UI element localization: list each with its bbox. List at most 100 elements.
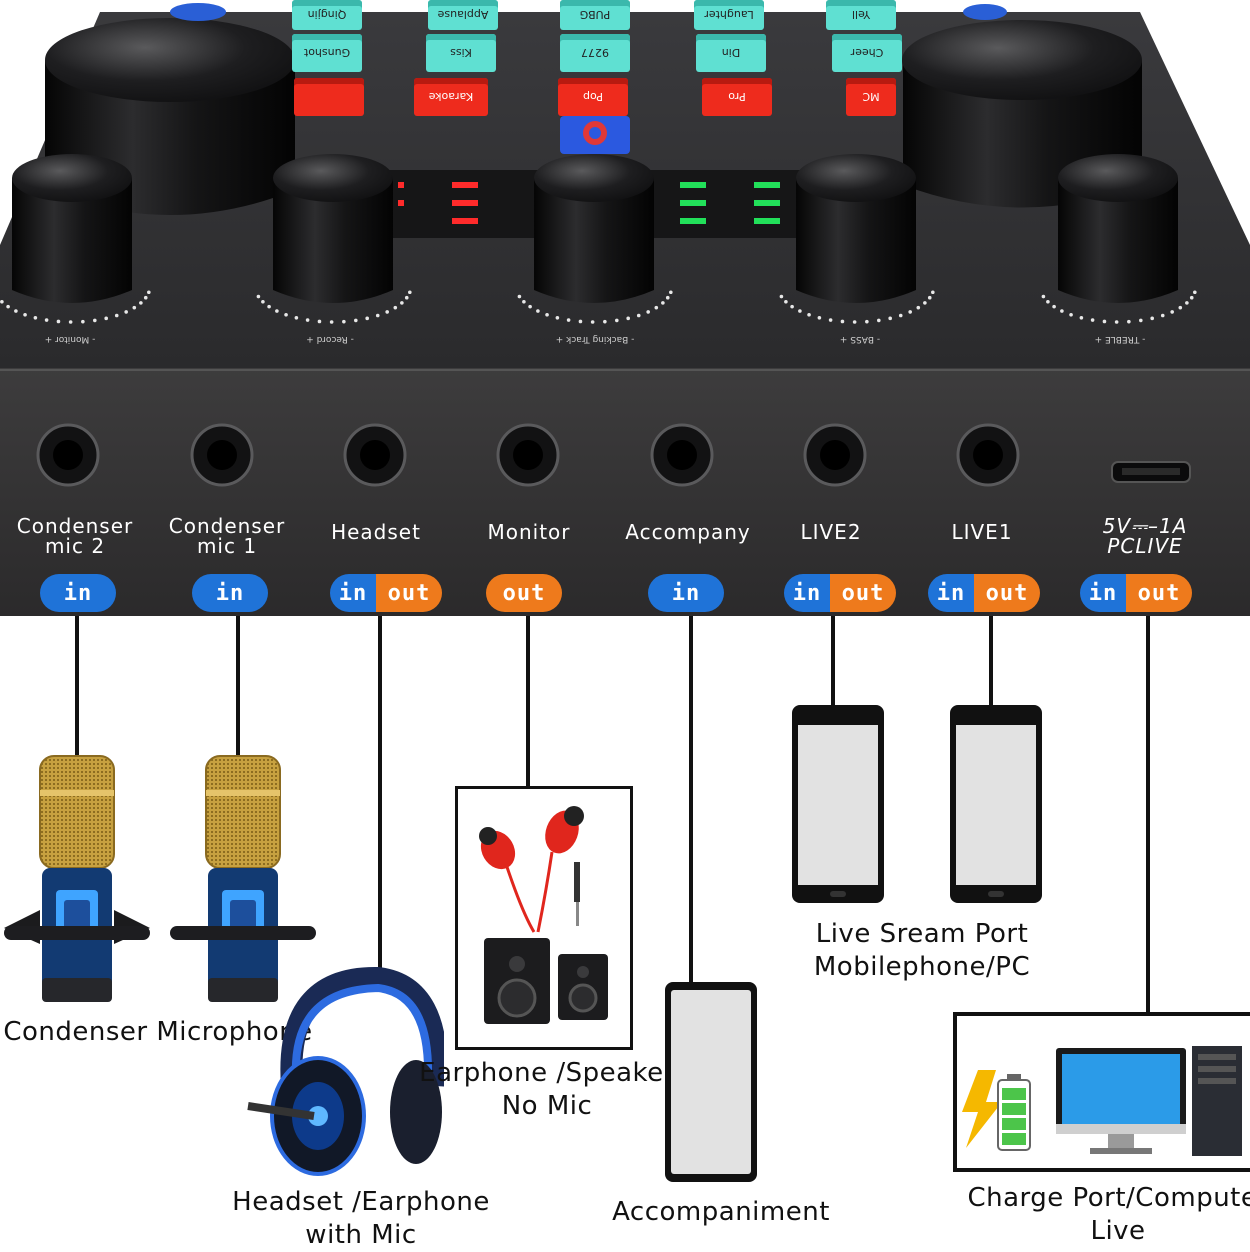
knob-scale-dot: [114, 313, 119, 318]
knob-scale-dot: [256, 294, 261, 299]
audio-jack-hole: [513, 440, 543, 470]
pill-mic2-in: in: [40, 574, 116, 612]
effect-button[interactable]: Qingjin: [292, 0, 362, 30]
knob-scale-dot: [636, 313, 641, 318]
knob-scale-dot: [779, 294, 784, 299]
knob-scale-dot: [566, 318, 571, 322]
knob-scale-dot: [93, 318, 97, 323]
knob-scale-dot: [888, 316, 892, 321]
knob-scale-dot: [1178, 305, 1183, 310]
earphone-speaker-icons: [479, 806, 608, 1024]
wire-live2: [831, 616, 835, 708]
knob-scale-dot: [923, 301, 927, 305]
knob-scale-dot: [104, 316, 108, 321]
caption-condenser-microphone: Condenser Microphone: [3, 1017, 313, 1047]
audio-jack-hole: [820, 440, 850, 470]
knob-scale-dot: [590, 320, 595, 324]
knob-scale-dot: [603, 319, 607, 324]
port-label-live2: LIVE2: [800, 520, 862, 544]
effect-button[interactable]: Yell: [826, 0, 896, 30]
knob-scale-dot: [275, 309, 279, 313]
audio-jack-hole: [360, 440, 390, 470]
knob-scale-dot: [33, 315, 38, 320]
knob-scale-dot: [1150, 316, 1154, 321]
knob-scale-dot: [817, 315, 822, 320]
knob-scale-dot: [517, 294, 522, 299]
knob-scale-dot: [404, 295, 409, 300]
knob-scale-dot: [342, 319, 346, 324]
knob-scale-dot: [1193, 290, 1197, 295]
effect-button[interactable]: Cheer: [832, 34, 902, 72]
knob-scale-dot: [840, 319, 845, 324]
earphone-icon: [479, 806, 584, 933]
knob-scale-dot: [931, 290, 935, 295]
knob-scale-dot: [139, 301, 143, 305]
audio-jack-hole: [207, 440, 237, 470]
knob-scale-dot: [1090, 318, 1095, 322]
knob-scale-dot: [393, 305, 398, 310]
wire-live1: [989, 616, 993, 708]
knob-scale-dot: [68, 320, 73, 324]
knob-scale-dot: [317, 319, 322, 324]
port-label-headset: Headset: [331, 520, 421, 544]
condenser-microphones: [4, 755, 316, 1002]
knob-scale-dot: [1139, 318, 1143, 323]
knob-scale-dot: [354, 318, 358, 323]
effect-button[interactable]: Pro: [702, 78, 772, 116]
knob-scale-dot: [365, 316, 369, 321]
audio-jack-hole: [53, 440, 83, 470]
caption-accompaniment: Accompaniment: [612, 1197, 830, 1227]
knob-scale-dot: [23, 312, 27, 317]
knob-label-record: - Record +: [306, 334, 354, 344]
pill-mic1-in: in: [192, 574, 268, 612]
effect-button[interactable]: Kiss: [426, 34, 496, 72]
knob-scale-dot: [528, 304, 532, 309]
effect-button[interactable]: Pop: [558, 78, 628, 116]
knob-scale-dot: [545, 312, 549, 317]
knob-scale-dot: [615, 318, 619, 323]
knob-scale-dot: [784, 299, 788, 304]
effect-button[interactable]: [294, 78, 364, 116]
knob-scale-dot: [654, 305, 659, 310]
knob-scale-dot: [536, 309, 540, 313]
effect-button[interactable]: PUBG: [560, 0, 630, 30]
knob-scale-dot: [790, 304, 794, 309]
knob-scale-dot: [927, 295, 932, 300]
effect-button[interactable]: Applause: [428, 0, 498, 30]
knob-scale-dot: [1079, 315, 1084, 320]
knob-scale-dot: [1160, 313, 1165, 318]
phone-icon: [950, 705, 1042, 903]
wire-power: [1146, 616, 1150, 1014]
effect-button[interactable]: MC: [846, 78, 896, 116]
speaker-icon: [484, 938, 608, 1024]
knob-scale-dot: [1114, 320, 1119, 324]
port-label-monitor: Monitor: [487, 520, 571, 544]
effect-button[interactable]: Karaoke: [414, 78, 488, 116]
knob-scale-dot: [6, 304, 10, 309]
effect-button[interactable]: 9277: [560, 34, 630, 72]
small-knob: [12, 154, 132, 303]
pill-monitor-out: out: [486, 574, 562, 612]
effect-button[interactable]: Laughter: [694, 0, 764, 30]
knob-scale-dot: [898, 313, 903, 318]
sound-card-device: [0, 3, 1250, 616]
knob-scale-dot: [132, 305, 137, 310]
knob-scale-dot: [56, 319, 61, 324]
effect-button[interactable]: Din: [696, 34, 766, 72]
knob-scale-dot: [828, 318, 833, 322]
knob-scale-dot: [626, 316, 630, 321]
knob-scale-dot: [1069, 312, 1073, 317]
small-knob: [796, 154, 916, 303]
knob-scale-dot: [1127, 319, 1131, 324]
audio-jack-hole: [667, 440, 697, 470]
effect-button[interactable]: Gunshot: [292, 34, 362, 72]
microphone-icon: [4, 755, 150, 1002]
knob-scale-dot: [665, 295, 670, 300]
headset-icon: [247, 966, 444, 1176]
knob-scale-dot: [14, 309, 18, 313]
